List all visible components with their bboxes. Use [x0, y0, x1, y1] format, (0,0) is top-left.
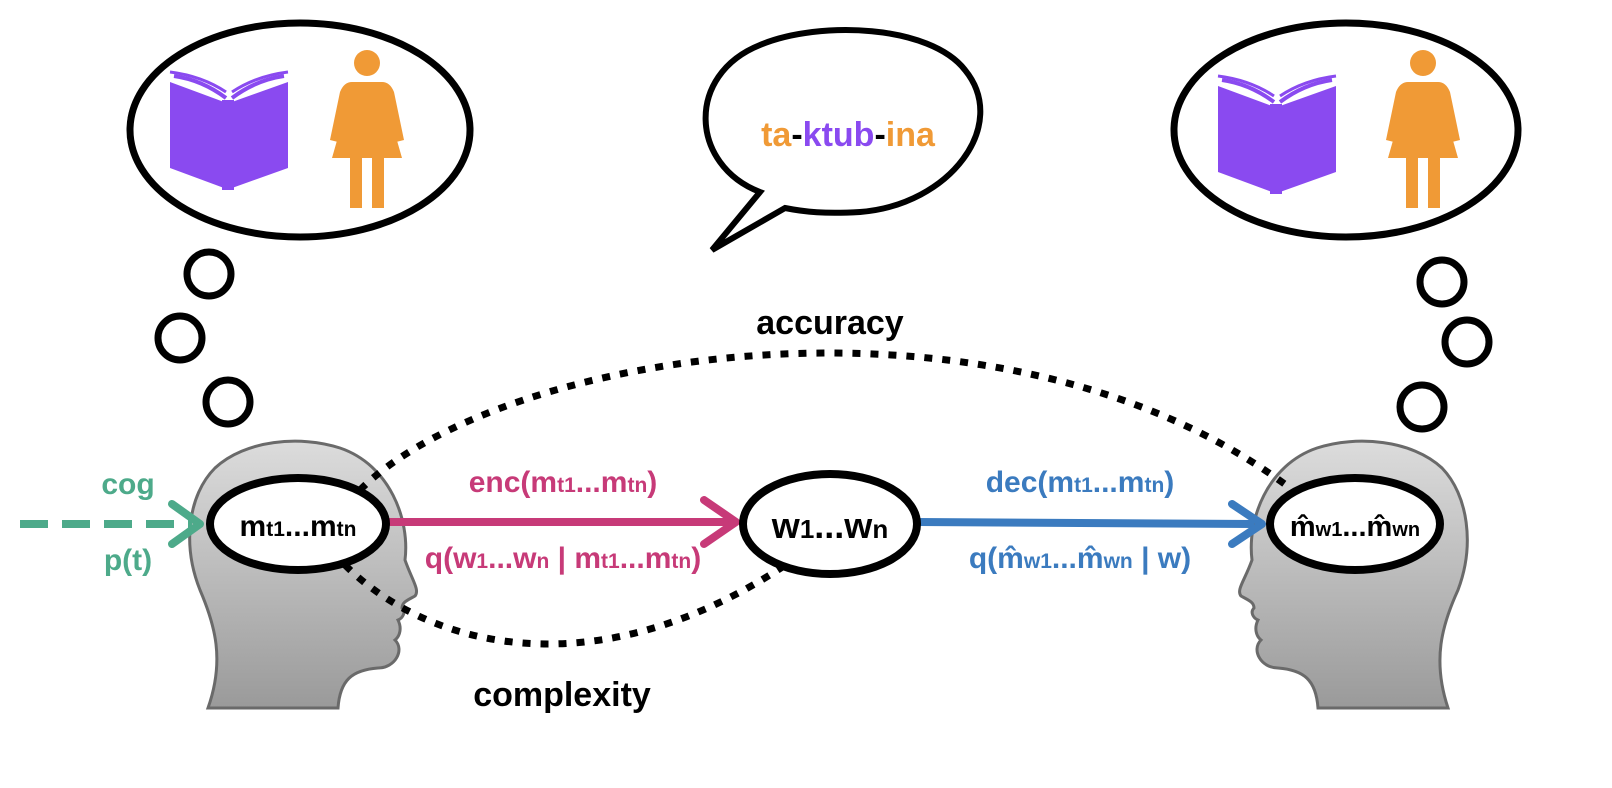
- speaker-meaning-label: mt1...mtn: [240, 510, 357, 543]
- speech-stem: ktub: [803, 116, 875, 154]
- word-node: w1...wn: [739, 470, 921, 578]
- speech-word: ta-ktub-ina: [761, 116, 936, 154]
- woman-icon: [330, 50, 404, 208]
- complexity-label: complexity: [473, 676, 651, 714]
- speaker-meaning-node: mt1...mtn: [206, 474, 390, 574]
- accuracy-label: accuracy: [756, 304, 904, 342]
- encoder-label: enc(mt1...mtn): [469, 466, 658, 499]
- decoder-arrow: [917, 500, 1266, 548]
- speech-bubble: [702, 27, 984, 253]
- listener-thought-dots: [1396, 256, 1493, 433]
- listener-meaning-node: m̂w1...m̂wn: [1266, 474, 1444, 574]
- woman-icon: [1386, 50, 1460, 208]
- pt-label: p(t): [104, 544, 152, 577]
- encoder-distribution-label: q(w1...wn | mt1...mtn): [425, 542, 701, 575]
- decoder-distribution-label: q(m̂w1...m̂wn | w): [969, 542, 1191, 575]
- listener-meaning-label: m̂w1...m̂wn: [1290, 511, 1420, 543]
- accuracy-curve: [357, 349, 1293, 493]
- speech-prefix: ta: [761, 116, 792, 154]
- speech-separator: -: [874, 116, 885, 154]
- encoder-arrow: [388, 496, 740, 548]
- cog-input-arrow: [20, 500, 204, 548]
- speech-suffix: ina: [886, 116, 936, 154]
- word-node-label: w1...wn: [771, 505, 888, 546]
- book-icon: [169, 70, 289, 190]
- speaker-thought-dots: [154, 248, 254, 428]
- book-icon: [1217, 74, 1337, 194]
- cog-label: cog: [101, 468, 154, 501]
- speech-separator: -: [791, 116, 802, 154]
- complexity-curve: [342, 559, 792, 648]
- decoder-label: dec(mt1...mtn): [986, 466, 1175, 499]
